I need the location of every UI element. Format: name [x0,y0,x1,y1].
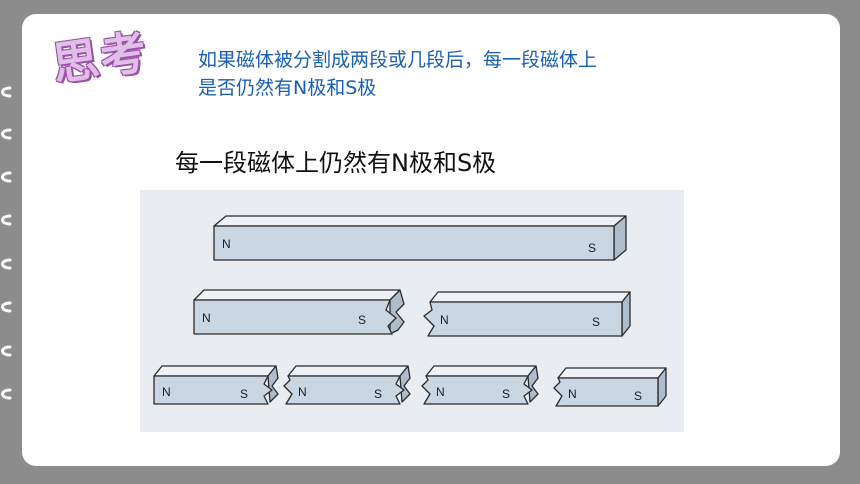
pole-s: S [588,241,596,255]
ring-4 [1,214,54,226]
pole-n: N [202,311,211,325]
ring-5 [1,258,54,270]
question-text: 如果磁体被分割成两段或几段后，每一段磁体上 是否仍然有N极和S极 [198,46,758,102]
magnet-half-right: N S [423,291,631,337]
question-line-1: 如果磁体被分割成两段或几段后，每一段磁体上 [198,49,598,71]
pole-s: S [502,387,510,401]
pole-n: N [222,237,231,251]
magnet-quarter-3: N S [421,365,539,405]
pole-s: S [240,387,248,401]
pole-n: N [440,313,449,327]
ring-3 [1,171,54,183]
pole-s: S [592,315,600,329]
pole-s: S [634,389,642,403]
answer-text: 每一段磁体上仍然有N极和S极 [175,149,497,177]
magnet-half-left: N S [193,289,405,335]
ring-8 [1,388,54,400]
pole-n: N [298,385,307,399]
think-heading: 思考 [49,24,152,92]
magnet-quarter-1: N S [153,365,279,405]
magnet-whole: N S [213,215,627,261]
ring-6 [1,301,54,313]
ring-2 [1,128,54,140]
pole-n: N [436,385,445,399]
magnet-quarter-2: N S [283,365,411,405]
ring-1 [1,86,54,98]
pole-n: N [568,387,577,401]
pole-s: S [358,313,366,327]
pole-n: N [162,385,171,399]
pole-s: S [374,387,382,401]
magnet-quarter-4: N S [553,367,667,407]
notebook-rings [1,86,54,400]
split-magnets-figure: N S N S N S N S [140,190,684,432]
ring-7 [1,345,54,357]
question-line-2: 是否仍然有N极和S极 [198,77,377,99]
